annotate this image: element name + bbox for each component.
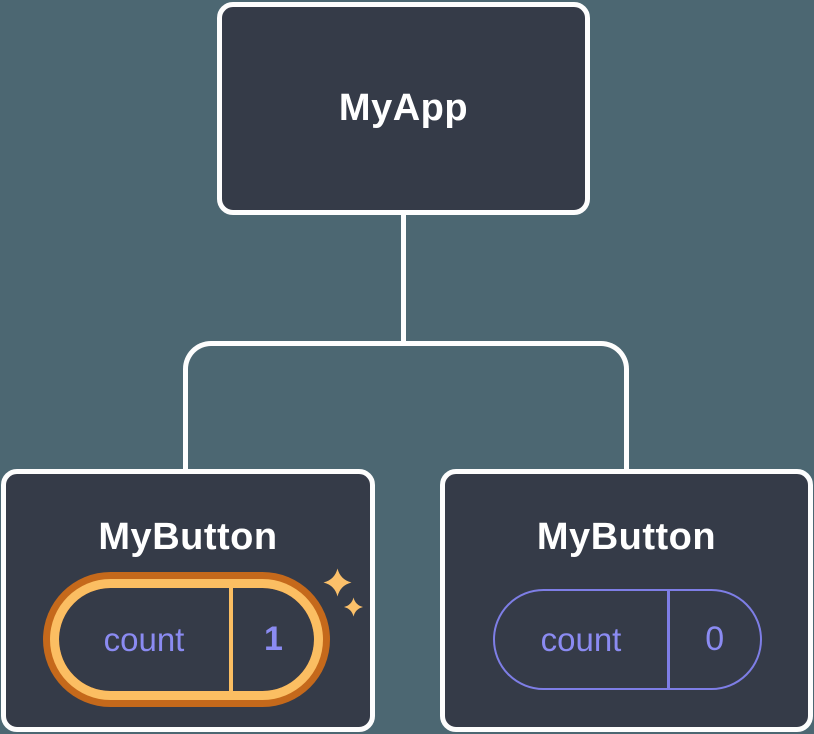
connector-stem — [401, 215, 406, 346]
state-value: 0 — [705, 620, 725, 658]
node-title: MyButton — [536, 516, 717, 558]
state-label: count — [540, 620, 622, 658]
pill-divider — [229, 588, 233, 691]
sparkles-icon — [323, 568, 363, 617]
pill-divider — [667, 591, 670, 688]
state-pill: count 0 — [493, 589, 762, 690]
state-pill-highlighted: count 1 — [59, 588, 314, 691]
node-title: MyApp — [338, 87, 469, 129]
state-value: 1 — [264, 620, 283, 658]
tree-node-myapp: MyApp — [217, 2, 590, 215]
connector-branch — [183, 341, 629, 470]
state-label: count — [103, 620, 185, 658]
tree-node-mybutton-right: MyButton count 0 — [440, 469, 813, 732]
node-title: MyButton — [98, 516, 278, 558]
tree-node-mybutton-left: MyButton count 1 — [1, 469, 375, 732]
